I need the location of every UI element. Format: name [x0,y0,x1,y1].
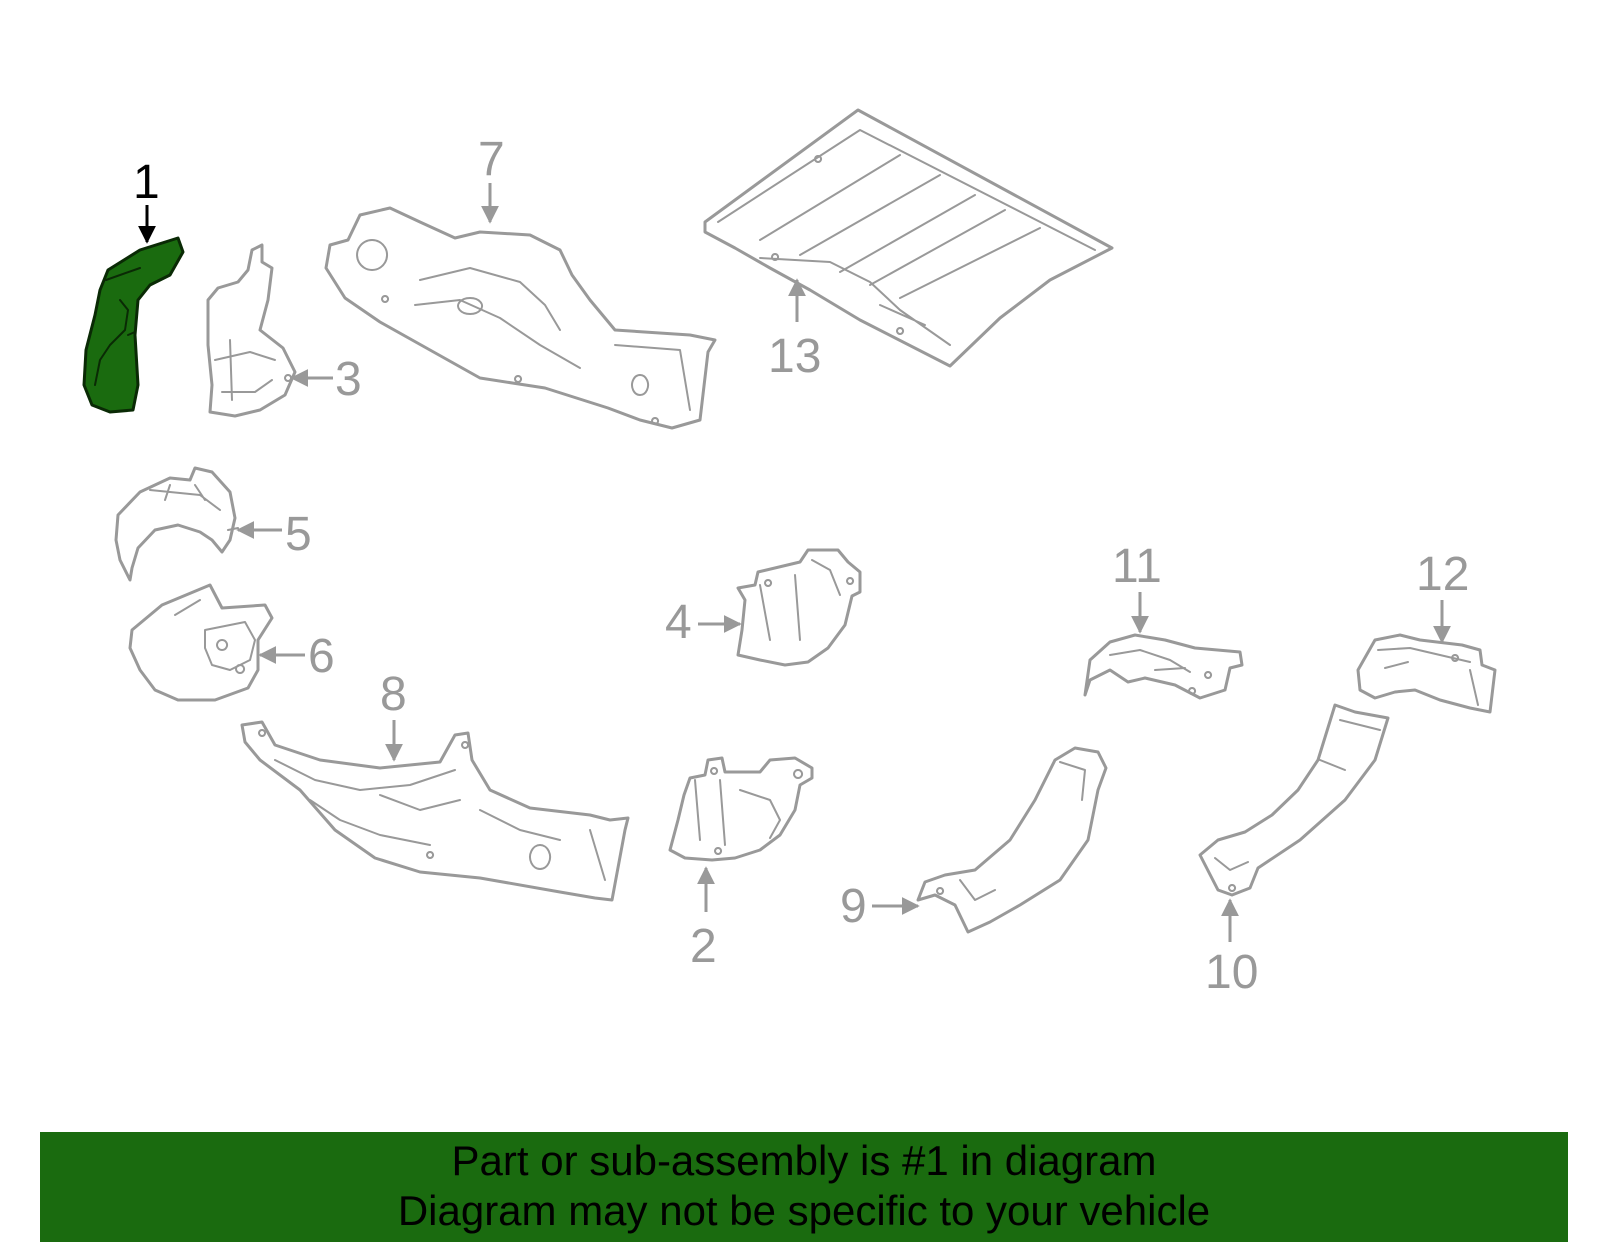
callout-4: 4 [665,596,692,649]
callout-12: 12 [1416,548,1469,601]
banner-line-1: Part or sub-assembly is #1 in diagram [451,1137,1157,1184]
callout-3: 3 [335,353,362,406]
part-7-heat-shield[interactable] [324,206,717,430]
part-12-heat-shield[interactable] [1356,633,1497,714]
part-3-heat-shield[interactable] [206,243,297,418]
part-6-heat-shield[interactable] [128,583,274,702]
callout-8: 8 [380,668,407,721]
callout-9: 9 [840,880,867,933]
callout-1: 1 [133,156,160,209]
callout-6: 6 [308,630,335,683]
part-2-heat-shield[interactable] [668,756,814,862]
banner-line-2: Diagram may not be specific to your vehi… [397,1187,1211,1234]
part-4-heat-shield[interactable] [736,548,862,667]
callout-13: 13 [768,330,821,383]
part-1-heat-shield[interactable] [82,236,185,414]
callout-7: 7 [478,133,505,186]
part-11-heat-shield[interactable] [1083,633,1244,700]
info-banner: Part or sub-assembly is #1 in diagram Di… [40,1132,1568,1242]
part-5-heat-shield[interactable] [114,466,239,582]
part-13-underbody-shield[interactable] [703,108,1114,368]
part-10-pipe-shield[interactable] [1198,703,1390,897]
part-9-heat-pipe-shield[interactable] [916,746,1108,934]
part-8-heat-shield[interactable] [240,720,630,902]
callout-10: 10 [1205,946,1258,999]
callout-2: 2 [690,920,717,973]
callout-5: 5 [285,508,312,561]
callout-11: 11 [1112,540,1162,593]
